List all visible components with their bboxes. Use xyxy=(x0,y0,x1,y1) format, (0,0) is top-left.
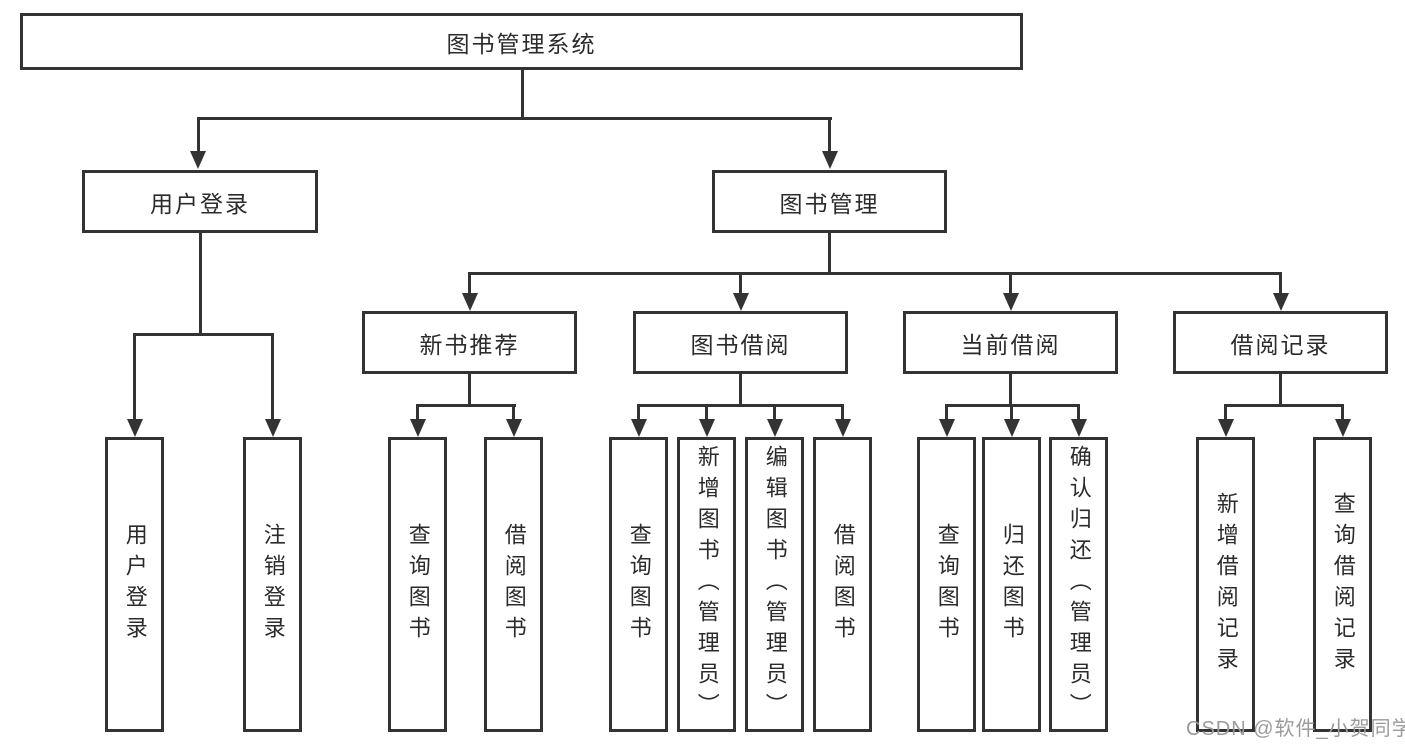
connector-vertical xyxy=(512,404,515,421)
connector-vertical xyxy=(739,272,742,295)
arrowhead-down-icon xyxy=(732,293,749,311)
connector-vertical xyxy=(705,404,708,421)
arrowhead-down-icon xyxy=(1002,293,1019,311)
node-label: 新书推荐 xyxy=(419,331,520,358)
connector-vertical xyxy=(1009,272,1012,295)
connector-vertical xyxy=(828,233,831,274)
connector-vertical xyxy=(773,404,776,421)
arrowhead-down-icon xyxy=(1217,419,1234,437)
leaf-return-books: 归还图书 xyxy=(982,437,1041,732)
node-label: 图书借阅 xyxy=(690,331,791,358)
node-label: 查询图书 xyxy=(934,522,960,647)
connector-vertical xyxy=(416,404,419,421)
arrowhead-down-icon xyxy=(1334,419,1351,437)
arrowhead-down-icon xyxy=(461,293,478,311)
node-label: 查询图书 xyxy=(626,522,652,647)
connector-vertical xyxy=(271,333,274,420)
connector-horizontal xyxy=(637,404,844,407)
arrowhead-down-icon xyxy=(630,419,647,437)
arrowhead-down-icon xyxy=(1070,419,1087,437)
arrowhead-down-icon xyxy=(938,419,955,437)
node-book-management: 图书管理 xyxy=(712,170,947,233)
connector-vertical xyxy=(1341,404,1344,421)
arrowhead-down-icon xyxy=(698,419,715,437)
node-label: 编辑图书（管理员） xyxy=(762,445,788,724)
arrowhead-down-icon xyxy=(834,419,851,437)
connector-vertical xyxy=(468,272,471,295)
node-book-borrowing: 图书借阅 xyxy=(633,311,848,374)
node-borrowing-records: 借阅记录 xyxy=(1173,311,1388,374)
arrowhead-down-icon xyxy=(126,419,143,437)
node-new-book-recommendation: 新书推荐 xyxy=(362,311,577,374)
connector-vertical xyxy=(841,404,844,421)
arrowhead-down-icon xyxy=(409,419,426,437)
leaf-query-books-current: 查询图书 xyxy=(917,437,976,732)
connector-vertical xyxy=(196,117,200,152)
connector-horizontal xyxy=(468,272,1282,275)
connector-vertical xyxy=(739,374,742,406)
connector-horizontal xyxy=(416,404,516,407)
node-current-borrowing: 当前借阅 xyxy=(903,311,1118,374)
connector-vertical xyxy=(1009,374,1012,406)
connector-vertical xyxy=(1010,404,1013,421)
connector-horizontal xyxy=(133,333,274,336)
leaf-query-books-recommend: 查询图书 xyxy=(388,437,447,732)
connector-vertical xyxy=(637,404,640,421)
arrowhead-down-icon xyxy=(190,151,206,169)
node-label: 新增图书（管理员） xyxy=(694,445,720,724)
node-label: 用户登录 xyxy=(122,522,148,647)
leaf-query-borrow-record: 查询借阅记录 xyxy=(1313,437,1372,732)
arrowhead-down-icon xyxy=(1272,293,1289,311)
node-label: 注销登录 xyxy=(260,522,286,647)
leaf-edit-books-admin: 编辑图书（管理员） xyxy=(745,437,804,732)
connector-vertical xyxy=(945,404,948,421)
leaf-logout: 注销登录 xyxy=(243,437,302,732)
leaf-user-login: 用户登录 xyxy=(105,437,164,732)
connector-horizontal xyxy=(196,117,832,120)
node-label: 当前借阅 xyxy=(960,331,1061,358)
connector-horizontal xyxy=(1224,404,1344,407)
watermark: CSDN @软件_小贺同学 xyxy=(1186,718,1405,740)
node-library-system: 图书管理系统 xyxy=(20,13,1023,70)
leaf-add-borrow-record: 新增借阅记录 xyxy=(1196,437,1255,732)
node-label: 查询图书 xyxy=(405,522,431,647)
node-label: 图书管理系统 xyxy=(446,30,597,57)
node-label: 归还图书 xyxy=(999,522,1025,647)
arrowhead-down-icon xyxy=(821,151,838,169)
arrowhead-down-icon xyxy=(1003,419,1020,437)
node-label: 借阅图书 xyxy=(830,522,856,647)
node-label: 借阅记录 xyxy=(1230,331,1331,358)
leaf-borrow-books-recommend: 借阅图书 xyxy=(484,437,543,732)
node-user-login: 用户登录 xyxy=(82,170,318,233)
node-label: 确认归还（管理员） xyxy=(1066,445,1092,724)
connector-vertical xyxy=(1224,404,1227,421)
node-label: 用户登录 xyxy=(150,190,250,217)
connector-vertical xyxy=(198,233,202,335)
leaf-query-books-borrow: 查询图书 xyxy=(609,437,668,732)
connector-vertical xyxy=(468,374,471,406)
leaf-add-books-admin: 新增图书（管理员） xyxy=(677,437,736,732)
connector-vertical xyxy=(1279,272,1282,295)
connector-vertical xyxy=(520,70,524,117)
node-label: 查询借阅记录 xyxy=(1330,491,1356,678)
arrowhead-down-icon xyxy=(505,419,522,437)
node-label: 新增借阅记录 xyxy=(1213,491,1239,678)
node-label: 图书管理 xyxy=(779,190,880,217)
connector-vertical xyxy=(1077,404,1080,421)
connector-vertical xyxy=(133,333,136,420)
connector-vertical xyxy=(828,117,831,152)
leaf-confirm-return-admin: 确认归还（管理员） xyxy=(1049,437,1108,732)
arrowhead-down-icon xyxy=(264,419,281,437)
node-label: 借阅图书 xyxy=(501,522,527,647)
leaf-borrow-books: 借阅图书 xyxy=(813,437,872,732)
arrowhead-down-icon xyxy=(766,419,783,437)
connector-vertical xyxy=(1279,374,1282,406)
